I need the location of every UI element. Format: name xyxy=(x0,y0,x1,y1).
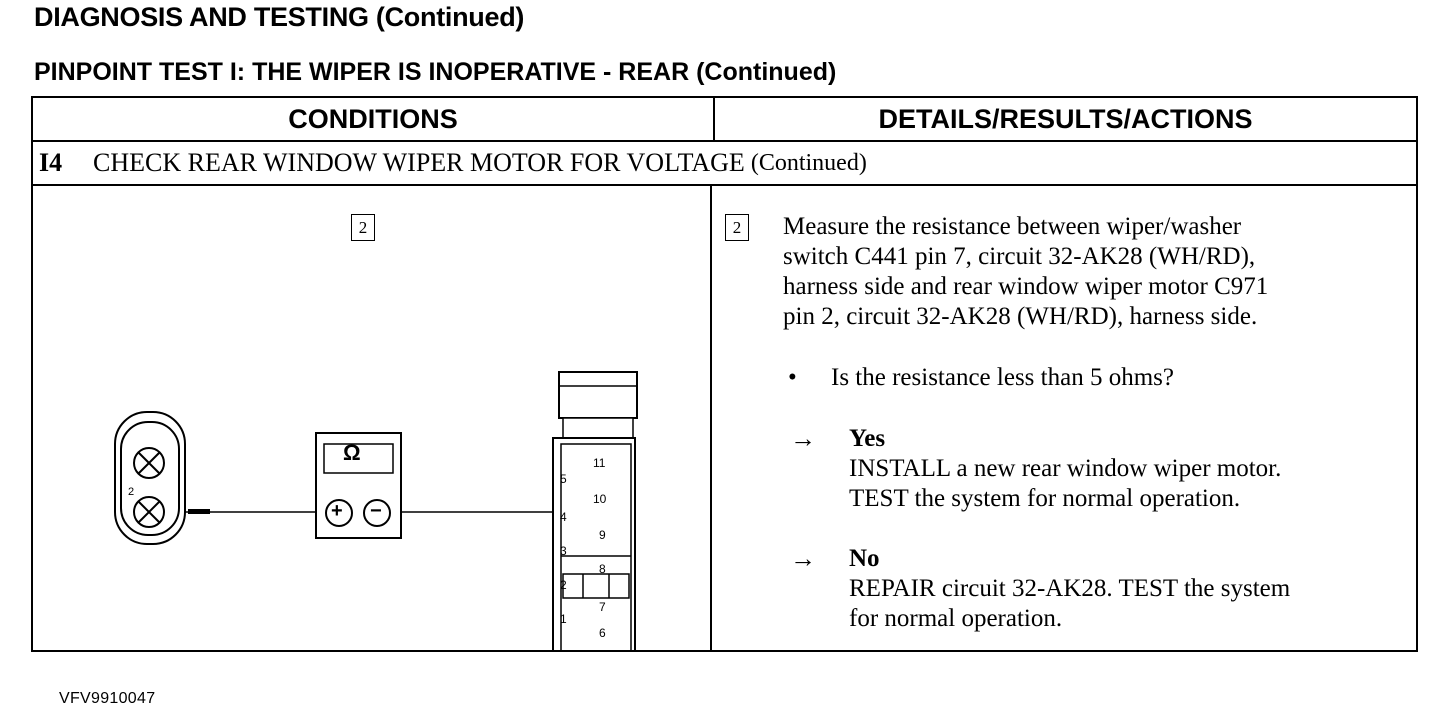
meter-minus-terminal: − xyxy=(370,500,382,522)
step-number: I4 xyxy=(39,148,63,177)
procedure-line: harness side and rear window wiper motor… xyxy=(783,273,1269,300)
pin-label: 4 xyxy=(560,510,567,524)
details-step-box: 2 xyxy=(725,214,749,241)
pinpoint-test-table: CONDITIONS DETAILS/RESULTS/ACTIONS I4 CH… xyxy=(31,96,1418,707)
arrow-icon: → xyxy=(790,544,816,573)
switch-connector xyxy=(552,371,638,671)
yes-line: INSTALL a new rear window wiper motor. xyxy=(849,455,1282,482)
pin-label: 10 xyxy=(593,492,607,506)
pin-label: 2 xyxy=(560,578,567,592)
yes-line: TEST the system for normal operation. xyxy=(849,485,1241,512)
pinpoint-test-title: PINPOINT TEST I: THE WIPER IS INOPERATIV… xyxy=(34,58,837,86)
pin-label: 6 xyxy=(599,626,606,640)
no-result: No REPAIR circuit 32-AK28. TEST the syst… xyxy=(849,544,1290,634)
motor-pin-label: 2 xyxy=(128,486,135,498)
figure-id: VFV9910047 xyxy=(59,690,156,707)
bullet-point: • xyxy=(788,364,797,391)
procedure-text: Measure the resistance between wiper/was… xyxy=(783,212,1268,332)
yes-result: Yes INSTALL a new rear window wiper moto… xyxy=(849,424,1281,514)
pin-label: 7 xyxy=(599,600,606,614)
arrow-icon: → xyxy=(790,424,816,453)
pin-label: 1 xyxy=(560,612,567,626)
wiring-figure: 2 Ω + − 2 5 4 3 2 1 11 10 9 8 7 6 VFV991… xyxy=(33,186,709,707)
ohmmeter xyxy=(315,432,402,539)
step-continued: (Continued) xyxy=(750,149,867,176)
yes-label: Yes xyxy=(849,425,886,452)
pin-label: 3 xyxy=(560,544,567,558)
figure-step-box: 2 xyxy=(351,214,375,241)
wiring-diagram xyxy=(114,371,638,671)
page-title: DIAGNOSIS AND TESTING (Continued) xyxy=(34,2,525,32)
ohm-symbol: Ω xyxy=(343,440,361,465)
no-line: REPAIR circuit 32-AK28. TEST the system xyxy=(849,575,1291,602)
question-text: Is the resistance less than 5 ohms? xyxy=(831,364,1174,391)
details-column-header: DETAILS/RESULTS/ACTIONS xyxy=(713,98,1416,142)
conditions-column-header: CONDITIONS xyxy=(33,98,713,142)
procedure-line: switch C441 pin 7, circuit 32-AK28 (WH/R… xyxy=(783,243,1256,270)
procedure-line: Measure the resistance between wiper/was… xyxy=(783,213,1242,240)
pin-label: 5 xyxy=(560,472,567,486)
meter-plus-terminal: + xyxy=(331,500,343,522)
column-divider xyxy=(710,186,712,650)
pin-label: 9 xyxy=(599,528,606,542)
wiper-motor-connector xyxy=(114,411,186,545)
pin-label: 11 xyxy=(593,456,606,470)
no-line: for normal operation. xyxy=(849,605,1063,632)
step-row: I4 CHECK REAR WINDOW WIPER MOTOR FOR VOL… xyxy=(33,142,1416,186)
pin-label: 8 xyxy=(599,562,606,576)
procedure-line: pin 2, circuit 32-AK28 (WH/RD), harness … xyxy=(783,303,1258,330)
step-title: CHECK REAR WINDOW WIPER MOTOR FOR VOLTAG… xyxy=(93,148,745,177)
no-label: No xyxy=(849,545,880,572)
